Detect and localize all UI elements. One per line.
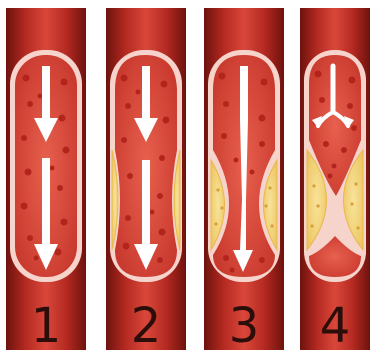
stage-number-4: 4 [320,298,351,354]
stage-number-3: 3 [229,298,260,354]
stage-number-1: 1 [31,298,62,354]
stage-number-2: 2 [131,298,162,354]
